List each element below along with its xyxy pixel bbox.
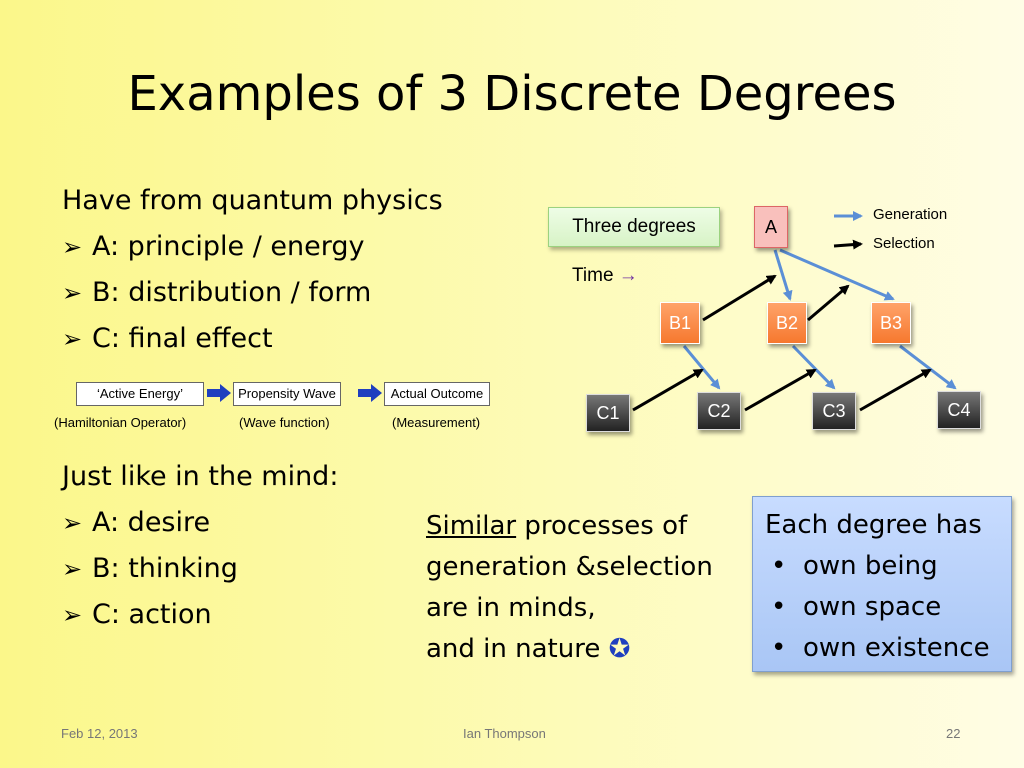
physics-heading: Have from quantum physics	[62, 185, 443, 216]
mind-item-c: ➢C: action	[62, 592, 338, 638]
flow-caption-measurement: (Measurement)	[392, 415, 481, 430]
three-degrees-label: Three degrees	[548, 207, 720, 247]
physics-item-a: ➢A: principle / energy	[62, 224, 443, 270]
physics-list: Have from quantum physics ➢A: principle …	[62, 178, 443, 362]
node-b3: B3	[871, 302, 911, 344]
mind-list: Just like in the mind: ➢A: desire ➢B: th…	[62, 454, 338, 638]
arrow-c3-b	[859, 368, 932, 412]
list-arrow-icon: ➢	[62, 509, 83, 537]
similar-underlined: Similar	[426, 511, 517, 541]
time-arrow-icon: →	[618, 265, 638, 286]
legend-selection-label: Selection	[873, 235, 935, 252]
arrow-a-b2	[773, 249, 793, 301]
node-b2: B2	[767, 302, 807, 344]
footer-date: Feb 12, 2013	[61, 726, 138, 741]
list-arrow-icon: ➢	[62, 601, 83, 629]
footer-author: Ian Thompson	[463, 726, 546, 741]
arrow-b3-c4	[899, 344, 957, 390]
footer-page-number: 22	[946, 726, 961, 741]
list-arrow-icon: ➢	[62, 233, 83, 261]
degree-info-box: Each degree has •own being •own space •o…	[752, 496, 1012, 672]
list-arrow-icon: ➢	[62, 325, 83, 353]
arrow-b1-a	[702, 274, 777, 322]
time-label: Time →	[572, 265, 638, 286]
arrow-b2-up	[807, 284, 850, 322]
node-c1: C1	[586, 394, 630, 432]
flow-box-actual-outcome: Actual Outcome	[384, 382, 490, 406]
degree-box-heading: Each degree has	[765, 510, 982, 540]
list-arrow-icon: ➢	[62, 555, 83, 583]
slide-title: Examples of 3 Discrete Degrees	[127, 66, 897, 122]
list-arrow-icon: ➢	[62, 279, 83, 307]
degree-bullet-being: •own being	[771, 551, 938, 581]
legend-generation-label: Generation	[873, 206, 948, 223]
blue-arrow-icon	[207, 384, 231, 402]
star-icon: ✪	[608, 634, 631, 664]
node-b1: B1	[660, 302, 700, 344]
flow-box-active-energy: ‘Active Energy’	[76, 382, 204, 406]
legend-selection-arrow	[833, 239, 863, 250]
arrow-b2-c3	[791, 344, 836, 390]
mind-item-b: ➢B: thinking	[62, 546, 338, 592]
similar-processes-text: Similar processes of generation &selecti…	[426, 511, 713, 664]
arrow-c2-b	[744, 368, 817, 412]
node-c2: C2	[697, 392, 741, 430]
arrow-a-b3	[779, 248, 895, 301]
node-c3: C3	[812, 392, 856, 430]
degree-bullet-existence: •own existence	[771, 633, 990, 663]
degree-bullet-space: •own space	[771, 592, 942, 622]
mind-heading: Just like in the mind:	[62, 461, 339, 492]
flow-box-propensity-wave: Propensity Wave	[233, 382, 341, 406]
arrow-c1-b	[632, 368, 704, 412]
arrow-b1-c2	[682, 345, 721, 390]
physics-item-b: ➢B: distribution / form	[62, 270, 443, 316]
node-a: A	[754, 206, 788, 248]
node-c4: C4	[937, 391, 981, 429]
flow-caption-hamiltonian: (Hamiltonian Operator)	[54, 415, 187, 430]
blue-arrow-icon	[358, 384, 382, 402]
mind-item-a: ➢A: desire	[62, 500, 338, 546]
flow-caption-wave-function: (Wave function)	[239, 415, 330, 430]
physics-item-c: ➢C: final effect	[62, 316, 443, 362]
